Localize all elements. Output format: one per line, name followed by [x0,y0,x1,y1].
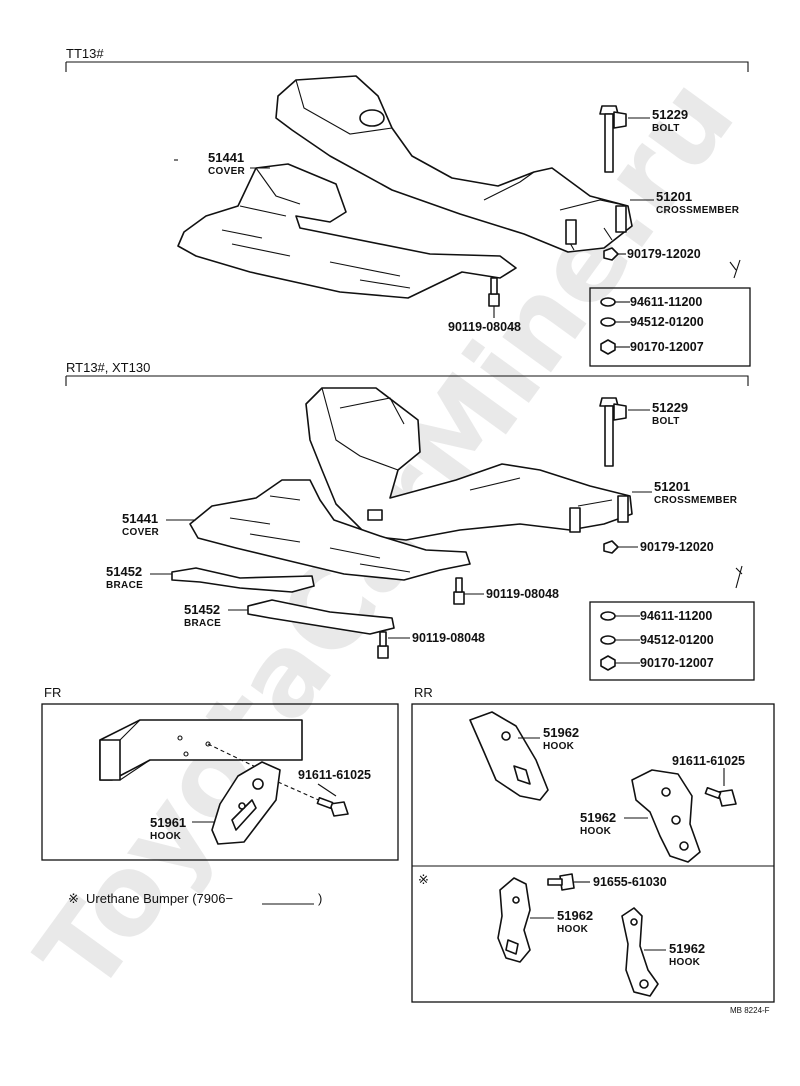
bolt-number-fr: 91611-61025 [298,768,371,782]
kit-box-top [589,287,751,367]
nut-icon-top [603,247,619,261]
hook-51962-urethane-a [497,877,531,963]
frame-rail-fr [99,719,303,781]
arrow-icon-middle [735,565,743,589]
hook-number-urethane-a: 51962 [557,908,593,923]
washer-icon [600,297,616,307]
section-label-middle: RT13#, XT130 [66,360,150,375]
bolt-name-middle: BOLT [652,416,680,427]
brace-lower [247,599,395,635]
cover-number-middle: 51441 [122,511,158,526]
urethane-note: Urethane Bumper (7906− [86,891,233,906]
hook-number-fr: 51961 [150,815,186,830]
lock-washer-icon [600,635,616,645]
bolt-number-top: 51229 [652,107,688,122]
arrow-icon-top [729,259,741,279]
kit-item-middle-1: 94611-11200 [640,609,712,623]
kit-item-top-2: 94512-01200 [630,315,704,329]
bolt-91611-rr [704,786,737,807]
bolt-91611-fr [316,796,349,817]
smallbolt-number-middle-1: 90119-08048 [486,587,559,601]
footer-code: MB 8224-F [730,1006,770,1015]
hex-nut-icon [600,339,616,355]
nut-number-middle: 90179-12020 [640,540,714,554]
brace-number-1: 51452 [106,564,142,579]
fr-panel [41,703,399,861]
bolt-name-top: BOLT [652,123,680,134]
bolt-51229-top [599,105,627,173]
hex-nut-icon [600,655,616,671]
smallbolt-number-top: 90119-08048 [448,320,521,334]
kit-box-middle [589,601,755,681]
kit-item-middle-3: 90170-12007 [640,656,714,670]
urethane-mark: ※ [68,891,79,906]
lock-washer-icon [600,317,616,327]
hook-name-rr-right: HOOK [580,826,612,837]
cover-middle [189,479,471,581]
hook-name-rr-upper: HOOK [543,741,575,752]
kit-item-top-3: 90170-12007 [630,340,704,354]
cover-name-middle: COVER [122,527,160,538]
section-label-top: TT13# [66,46,104,61]
hook-51962-upper [469,711,549,801]
hook-51961 [211,761,281,845]
section-label-fr: FR [44,685,61,700]
brace-number-2: 51452 [184,602,220,617]
bolt-90119-middle-2 [377,631,389,659]
smallbolt-number-middle-2: 90119-08048 [412,631,485,645]
rr-panel [411,703,775,1003]
hook-number-rr-upper: 51962 [543,725,579,740]
crossmember-name-top: CROSSMEMBER [656,205,740,216]
crossmember-top [275,75,633,253]
kit-item-top-1: 94611-11200 [630,295,702,309]
urethane-close: ) [318,891,322,906]
bolt-number-middle: 51229 [652,400,688,415]
hook-51962-right [631,769,701,863]
washer-icon [600,611,616,621]
bolt-number-91655: 91655-61030 [593,875,667,889]
brace-upper [171,567,315,593]
hook-number-urethane-b: 51962 [669,941,705,956]
kit-list-middle: 94611-11200 94512-01200 90170-12007 [600,609,714,671]
crossmember-number-top: 51201 [656,189,692,204]
crossmember-middle [305,387,633,541]
cover-top [177,163,517,299]
brace-name-2: BRACE [184,618,221,629]
nut-number-top: 90179-12020 [627,247,701,261]
bolt-90119-top [488,277,500,307]
urethane-panel-mark: ※ [418,872,429,887]
hook-name-urethane-a: HOOK [557,924,589,935]
bolt-91655 [547,873,575,891]
bolt-51229-middle [599,397,627,467]
nut-icon-middle [603,540,619,554]
section-bracket-middle [65,375,749,386]
crossmember-number-middle: 51201 [654,479,690,494]
cover-name-top: COVER [208,166,246,177]
hook-51962-urethane-b [621,907,659,997]
hook-number-rr-right: 51962 [580,810,616,825]
kit-item-middle-2: 94512-01200 [640,633,714,647]
crossmember-name-middle: CROSSMEMBER [654,495,738,506]
hook-name-urethane-b: HOOK [669,957,701,968]
brace-name-1: BRACE [106,580,143,591]
section-bracket-top [65,61,749,72]
cover-number-top: 51441 [208,150,244,165]
kit-list-top: 94611-11200 94512-01200 90170-12007 [600,295,704,355]
section-label-rr: RR [414,685,433,700]
leader-bolt-fr [317,783,337,797]
hook-name-fr: HOOK [150,831,182,842]
bolt-number-rr: 91611-61025 [672,754,745,768]
bolt-90119-middle-1 [453,577,465,605]
